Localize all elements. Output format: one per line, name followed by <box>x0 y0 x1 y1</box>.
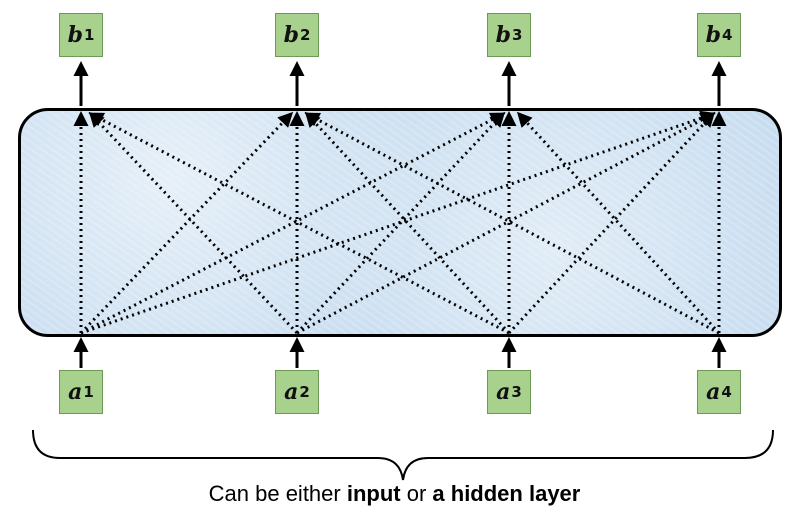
input-index: 4 <box>721 383 732 401</box>
output-symbol: b <box>705 22 721 48</box>
output-symbol: b <box>495 22 511 48</box>
output-index: 3 <box>511 26 523 44</box>
output-index: 2 <box>299 26 311 44</box>
dotted-link-a1-b2 <box>79 111 294 335</box>
output-symbol: b <box>67 22 83 48</box>
curly-brace <box>32 429 774 481</box>
dotted-connections <box>73 110 727 335</box>
dotted-link-a2-b4 <box>296 112 716 335</box>
input-symbol: a <box>68 379 83 405</box>
dotted-link-a3-b4 <box>507 111 716 335</box>
caption-prefix: Can be either <box>208 481 347 506</box>
output-arrows <box>73 61 727 106</box>
input-index: 3 <box>511 383 522 401</box>
input-index: 1 <box>83 383 94 401</box>
output-index: 4 <box>721 26 733 44</box>
caption-input: input <box>346 481 401 506</box>
output-symbol: b <box>283 22 299 48</box>
dotted-link-a4-b2 <box>304 112 720 335</box>
input-arrows <box>73 337 727 368</box>
caption-hidden-layer: a hidden layer <box>432 481 581 506</box>
dotted-link-a3-b2 <box>304 111 511 335</box>
dotted-link-a1-b3 <box>80 112 506 335</box>
dotted-link-a2-b3 <box>295 111 506 335</box>
dotted-link-a3-b1 <box>88 112 510 335</box>
caption-middle: or <box>400 481 433 506</box>
input-symbol: a <box>496 379 511 405</box>
input-symbol: a <box>706 379 721 405</box>
dotted-link-a2-b1 <box>88 111 299 335</box>
dotted-link-a1-b4 <box>80 110 716 335</box>
input-index: 2 <box>299 383 310 401</box>
input-symbol: a <box>284 379 299 405</box>
output-index: 1 <box>83 26 95 44</box>
dotted-link-a4-b3 <box>516 111 721 335</box>
caption: Can be either input or a hidden layer <box>0 481 789 507</box>
